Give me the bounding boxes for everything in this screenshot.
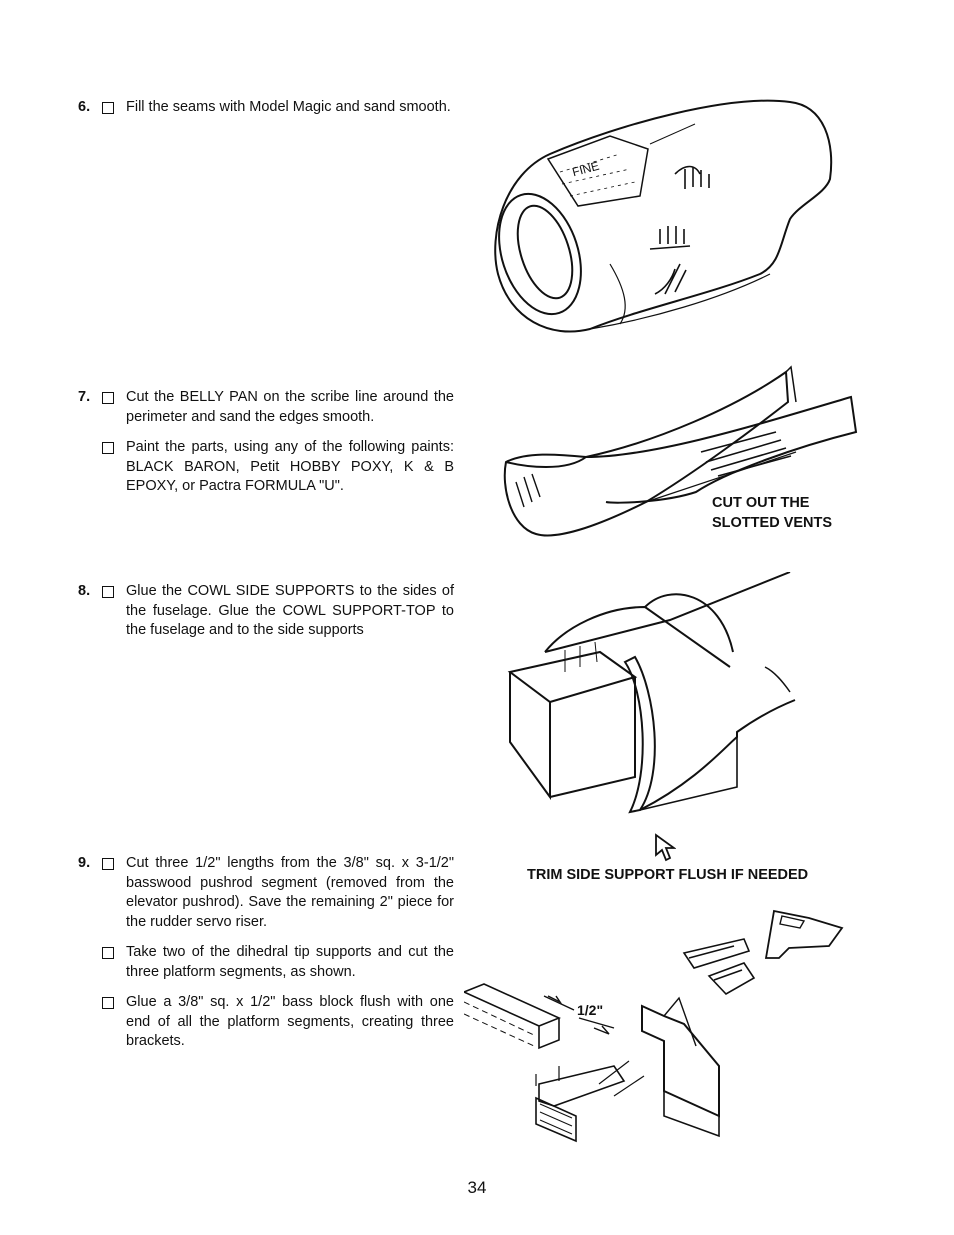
- step-text: Glue the COWL SIDE SUPPORTS to the sides…: [126, 583, 454, 638]
- cowl-illustration: FINE: [490, 84, 850, 344]
- cowl-support-illustration: [505, 572, 815, 842]
- checkbox[interactable]: [102, 392, 114, 404]
- step-text: Paint the parts, using any of the follow…: [126, 439, 454, 494]
- checkbox[interactable]: [102, 586, 114, 598]
- step-text: Take two of the dihedral tip supports an…: [126, 944, 454, 980]
- step-text: Cut the BELLY PAN on the scribe line aro…: [126, 389, 454, 425]
- step-text: Cut three 1/2" lengths from the 3/8" sq.…: [126, 855, 454, 930]
- step-number: 7.: [78, 389, 91, 405]
- checkbox[interactable]: [102, 858, 114, 870]
- step-7: 7. Cut the BELLY PAN on the scribe line …: [78, 388, 454, 497]
- step-number: 9.: [78, 855, 91, 871]
- checkbox[interactable]: [102, 442, 114, 454]
- bracket-illustration: 1/2": [464, 906, 854, 1154]
- checkbox[interactable]: [102, 947, 114, 959]
- pointer-arrow-icon: [654, 833, 676, 863]
- step-9: 9. Cut three 1/2" lengths from the 3/8" …: [78, 854, 454, 1052]
- checkbox[interactable]: [102, 102, 114, 114]
- step-number: 6.: [78, 99, 91, 115]
- support-caption: TRIM SIDE SUPPORT FLUSH IF NEEDED: [527, 867, 809, 883]
- dimension-label: 1/2": [577, 1002, 604, 1018]
- belly-pan-illustration: [496, 362, 866, 542]
- belly-caption-line-1: CUT OUT THE: [712, 495, 810, 511]
- step-text: Glue a 3/8" sq. x 1/2" bass block flush …: [126, 994, 454, 1049]
- step-8: 8. Glue the COWL SIDE SUPPORTS to the si…: [78, 582, 454, 641]
- page-number: 34: [467, 1178, 487, 1197]
- belly-caption-line-2: SLOTTED VENTS: [712, 515, 833, 531]
- step-text: Fill the seams with Model Magic and sand…: [126, 99, 451, 115]
- step-number: 8.: [78, 583, 91, 599]
- checkbox[interactable]: [102, 997, 114, 1009]
- step-6: 6. Fill the seams with Model Magic and s…: [78, 98, 454, 118]
